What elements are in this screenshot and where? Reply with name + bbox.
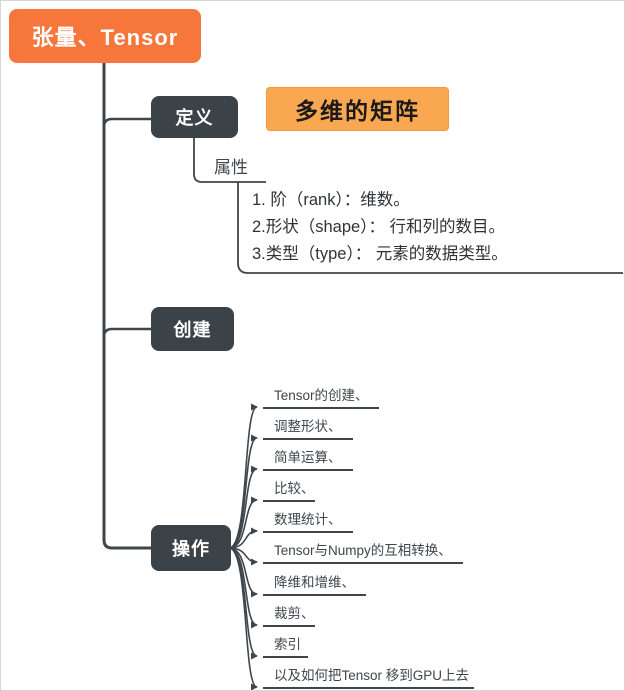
- operation-item-label: 比较、: [274, 481, 315, 496]
- operation-item-label: 裁剪、: [274, 606, 315, 621]
- operation-item[interactable]: Tensor的创建、: [263, 377, 379, 409]
- operation-item[interactable]: 降维和增维、: [263, 564, 366, 596]
- operation-item-label: 简单运算、: [274, 450, 342, 465]
- operation-item[interactable]: 数理统计、: [263, 501, 353, 533]
- operation-item-label: 索引: [274, 637, 301, 652]
- operation-item[interactable]: 索引: [263, 626, 308, 658]
- attribute-line: 3.类型（type）： 元素的数据类型。: [252, 245, 508, 263]
- definition-value-node[interactable]: 多维的矩阵: [266, 87, 449, 131]
- root-node-tensor[interactable]: 张量、Tensor: [9, 9, 201, 63]
- operation-item[interactable]: 比较、: [263, 470, 315, 502]
- node-operate[interactable]: 操作: [151, 525, 231, 571]
- attribute-line: 1. 阶（rank）：维数。: [252, 191, 410, 209]
- operation-item[interactable]: 以及如何把Tensor 移到GPU上去: [263, 657, 474, 689]
- operation-item[interactable]: 简单运算、: [263, 439, 353, 471]
- operation-item-label: Tensor的创建、: [274, 388, 369, 403]
- attribute-list-node[interactable]: 1. 阶（rank）：维数。 2.形状（shape）： 行和列的数目。 3.类型…: [252, 187, 624, 268]
- operation-item-label: 调整形状、: [274, 419, 342, 434]
- node-create[interactable]: 创建: [151, 307, 234, 351]
- operation-item[interactable]: 调整形状、: [263, 408, 353, 440]
- operation-item-label: 降维和增维、: [274, 575, 355, 590]
- attribute-line: 2.形状（shape）： 行和列的数目。: [252, 218, 506, 236]
- operation-item-label: Tensor与Numpy的互相转换、: [274, 543, 452, 558]
- operation-item[interactable]: Tensor与Numpy的互相转换、: [263, 532, 463, 564]
- operation-item-label: 数理统计、: [274, 512, 342, 527]
- operation-item-label: 以及如何把Tensor 移到GPU上去: [274, 668, 470, 683]
- operation-item[interactable]: 裁剪、: [263, 595, 315, 627]
- attribute-label-node[interactable]: 属性: [214, 158, 248, 177]
- node-definition[interactable]: 定义: [151, 96, 238, 138]
